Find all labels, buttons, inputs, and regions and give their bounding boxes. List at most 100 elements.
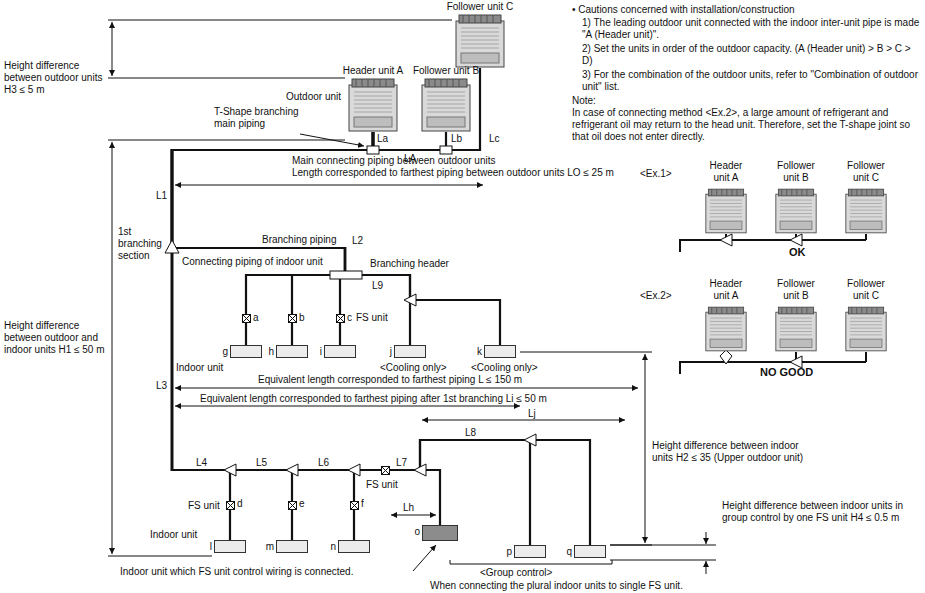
pipe-label: L9 [372, 280, 383, 292]
note-text: Branching header [370, 258, 449, 270]
indoor-unit: l [214, 540, 246, 553]
refrigerant-pipe [172, 132, 373, 540]
outdoor-unit-icon [455, 14, 505, 68]
outdoor-unit: Follower unit C [455, 14, 505, 68]
note-text: Header unit A [701, 278, 751, 302]
refrigerant-pipe [172, 132, 530, 545]
callout-letter: a [253, 312, 259, 324]
note-text: Follower unit C [841, 278, 891, 302]
note-text: Height difference between outdoor units … [4, 60, 108, 96]
note-text: Follower unit B [771, 160, 821, 184]
indoor-unit: k [484, 345, 516, 358]
note-text: FS unit [366, 479, 398, 491]
note-text: Indoor unit which FS unit control wiring… [120, 566, 353, 578]
outdoor-unit-icon [421, 78, 471, 132]
callout-letter: e [299, 498, 305, 510]
pipe-label: L5 [256, 457, 267, 469]
unit-letter: i [320, 346, 322, 358]
note-text: In case of connecting method <Ex.2>, a l… [572, 107, 920, 143]
refrigerant-pipe [172, 132, 373, 540]
refrigerant-pipe [172, 132, 373, 540]
note-text: <Cooling only> [471, 362, 538, 374]
unit-name: Header unit A [343, 65, 404, 77]
indoor-unit: g [230, 345, 262, 358]
note-text: Follower unit C [841, 160, 891, 184]
note-text: • Cautions concerned with installation/c… [572, 4, 920, 16]
note-text: Branching piping [262, 234, 337, 246]
note-text: Connecting piping of indoor unit [182, 256, 323, 268]
unit-letter: n [330, 541, 336, 553]
outdoor-unit-icon [348, 78, 398, 132]
note-text: T-Shape branching main piping [214, 106, 304, 130]
indoor-unit: o [422, 525, 458, 541]
unit-letter: p [506, 546, 512, 558]
note-text: <Ex.2> [640, 290, 672, 302]
note-text: Height difference between indoor units H… [652, 440, 817, 464]
pipe-label: L4 [196, 457, 207, 469]
unit-name: Follower unit B [413, 65, 479, 77]
unit-letter: l [210, 541, 212, 553]
indoor-unit: j [394, 345, 426, 358]
note-text: Equivalent length corresponded to farthe… [258, 374, 522, 386]
outdoor-unit: Follower unit B [421, 78, 471, 132]
note-text: Header unit A [701, 160, 751, 184]
note-text: Equivalent length corresponded to farthe… [200, 393, 547, 405]
outdoor-unit: Header unit A [348, 78, 398, 132]
pipe-label: L3 [156, 380, 167, 392]
note-text: Indoor unit [150, 529, 197, 541]
note-text: Height difference between outdoor and in… [4, 320, 108, 356]
unit-letter: o [414, 526, 420, 538]
pipe-label: L1 [156, 190, 167, 202]
note-text: Main connecting piping between outdoor u… [292, 155, 495, 167]
unit-letter: j [390, 346, 392, 358]
callout-letter: c [347, 312, 352, 324]
note-text: When connecting the plural indoor units … [430, 580, 683, 592]
pipe-label: Lj [528, 408, 536, 420]
callout-letter: d [237, 498, 243, 510]
refrigerant-pipe [172, 132, 500, 345]
note-text: <Ex.1> [640, 168, 672, 180]
indoor-unit: n [338, 540, 370, 553]
callout-letter: f [361, 498, 364, 510]
note-text: 1st branching section [118, 226, 170, 262]
note-text: Length corresponded to farthest piping b… [292, 167, 614, 179]
note-text: 1) The leading outdoor unit connected wi… [582, 17, 920, 41]
unit-name: Follower unit C [447, 1, 514, 13]
pipe-label: Lh [403, 502, 414, 514]
pipe-label: L6 [318, 457, 329, 469]
note-text: 2) Set the units in order of the outdoor… [582, 43, 920, 67]
indoor-unit: p [514, 545, 546, 558]
indoor-unit: m [276, 540, 308, 553]
refrigerant-pipe [172, 132, 590, 545]
note-text: FS unit [188, 500, 220, 512]
pipe-label: L2 [352, 235, 363, 247]
note-text: OK [789, 246, 806, 258]
pipe-label: L7 [396, 457, 407, 469]
note-text: FS unit [356, 312, 388, 324]
indoor-unit: h [276, 345, 308, 358]
unit-letter: m [266, 541, 274, 553]
unit-letter: h [268, 346, 274, 358]
pipe-label: Lc [489, 133, 500, 145]
note-text: Indoor unit [176, 362, 223, 374]
note-text: Outdoor unit [286, 91, 341, 103]
note-text: NO GOOD [760, 366, 813, 378]
refrigerant-pipe [172, 132, 440, 525]
indoor-unit: q [574, 545, 606, 558]
note-text: Note: [572, 95, 596, 107]
unit-letter: g [222, 346, 228, 358]
note-text: <Group control> [480, 567, 552, 579]
refrigerant-pipe [373, 132, 446, 150]
note-text: Height difference between indoor units i… [722, 500, 918, 524]
unit-letter: k [477, 346, 482, 358]
note-text: Follower unit B [771, 278, 821, 302]
note-text: 3) For the combination of the outdoor un… [582, 69, 920, 93]
indoor-unit: i [324, 345, 356, 358]
pipe-label: L8 [465, 427, 476, 439]
pipe-label: Lb [451, 133, 462, 145]
pipe-label: La [377, 133, 388, 145]
unit-letter: q [566, 546, 572, 558]
callout-letter: b [299, 312, 305, 324]
note-text: <Cooling only> [380, 362, 447, 374]
